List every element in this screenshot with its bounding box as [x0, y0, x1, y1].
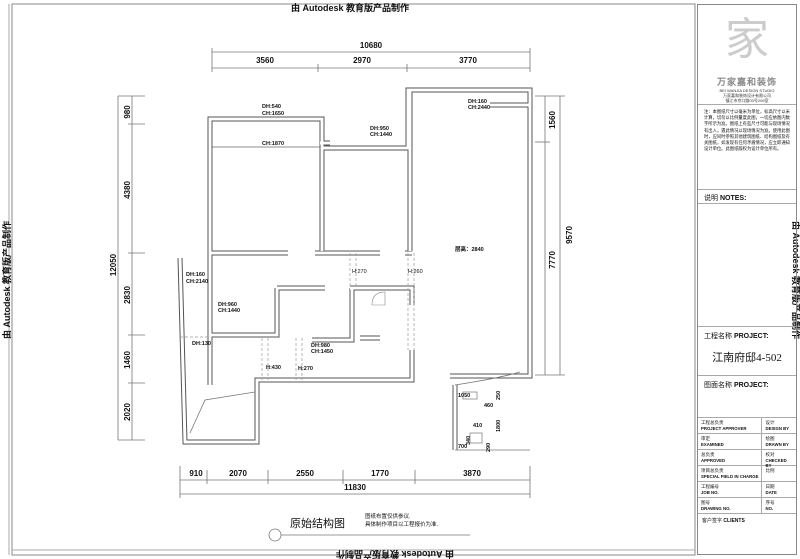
- svg-text:290: 290: [486, 443, 492, 452]
- note-line: 具体制作项目以工程报价为准.: [365, 522, 439, 528]
- svg-text:CH:1870: CH:1870: [262, 141, 284, 147]
- svg-text:3560: 3560: [256, 56, 274, 65]
- svg-text:3770: 3770: [459, 56, 477, 65]
- svg-text:DH:160: DH:160: [468, 99, 487, 105]
- notes-label-en: NOTES:: [719, 195, 747, 202]
- svg-text:DH:130: DH:130: [192, 341, 211, 347]
- notes-label-cn: 说明: [704, 195, 718, 202]
- notes-header: 说明 NOTES:: [698, 190, 796, 204]
- walls: [177, 87, 533, 451]
- drawing-name-section: 图面名称 PROJECT:: [698, 376, 796, 418]
- title-block: 家 万家嘉和装饰 BEI WANJIA DESIGN STUDIO 万家嘉和装饰…: [697, 4, 797, 555]
- svg-text:CH:1440: CH:1440: [218, 308, 240, 314]
- svg-text:2830: 2830: [123, 286, 132, 304]
- bottom-dimensions: 910 2070 2550 1770 3870 11830: [179, 466, 531, 498]
- svg-text:DH:980: DH:980: [311, 343, 330, 349]
- svg-text:2020: 2020: [123, 403, 132, 421]
- svg-text:7770: 7770: [548, 251, 557, 269]
- svg-text:1050: 1050: [458, 393, 470, 399]
- project-label-cn: 工程名称: [704, 333, 732, 340]
- note-line: 图纸布置仅供参议.: [365, 514, 411, 520]
- svg-text:3870: 3870: [463, 469, 481, 478]
- project-section: 工程名称 PROJECT: 江南府邸4-502: [698, 327, 796, 376]
- general-note: 注：本图纸尺寸以毫米为单位，标高尺寸以米计算，切勿以比例量度此图，一切应依图内数…: [698, 105, 796, 190]
- svg-text:H:270: H:270: [298, 366, 313, 372]
- svg-text:410: 410: [473, 423, 482, 429]
- svg-text:2970: 2970: [353, 56, 371, 65]
- svg-text:DH:950: DH:950: [370, 126, 389, 132]
- svg-text:DH:960: DH:960: [218, 302, 237, 308]
- svg-text:层高：2840: 层高：2840: [455, 245, 484, 253]
- logo-subtitle: BEI WANJIA DESIGN STUDIO: [719, 88, 775, 93]
- svg-text:4380: 4380: [123, 181, 132, 199]
- svg-text:2070: 2070: [229, 469, 247, 478]
- drawing-note: 图纸布置仅供参议. 具体制作项目以工程报价为准.: [365, 513, 438, 529]
- company-logo: 家 万家嘉和装饰 BEI WANJIA DESIGN STUDIO 万家嘉和装饰…: [698, 5, 796, 105]
- svg-text:700: 700: [458, 444, 467, 450]
- svg-text:250: 250: [496, 391, 502, 400]
- project-name: 江南府邸4-502: [712, 352, 782, 364]
- client-label-en: CLIENTS: [723, 518, 745, 524]
- plan-annotations: DH:540 CH:1650 CH:1870 DH:950 CH:1440 DH…: [186, 99, 502, 452]
- svg-text:460: 460: [484, 403, 493, 409]
- svg-text:H:270: H:270: [352, 269, 367, 275]
- notes-area: [698, 204, 796, 327]
- watermark-left: 由 Autodesk 教育版产品制作: [1, 221, 12, 339]
- svg-text:CH:2140: CH:2140: [186, 279, 208, 285]
- svg-text:DH:540: DH:540: [262, 104, 281, 110]
- watermark-top: 由 Autodesk 教育版产品制作: [291, 2, 409, 13]
- field-cell: 比例: [762, 466, 796, 482]
- svg-text:1560: 1560: [548, 111, 557, 129]
- svg-text:11830: 11830: [344, 483, 366, 492]
- left-dimensions: 980 4380 12050 2830 1460 2020: [109, 95, 145, 441]
- svg-text:H:430: H:430: [266, 365, 281, 371]
- top-dimensions: 10680 3560 2970 3770: [211, 41, 531, 72]
- drawing-title: 原始结构图: [290, 518, 345, 530]
- svg-text:CH:1450: CH:1450: [311, 349, 333, 355]
- title-marker-icon: [268, 528, 282, 542]
- client-signature: 客户签字 CLIENTS: [698, 514, 796, 527]
- svg-text:1770: 1770: [371, 469, 389, 478]
- logo-text: 万家嘉和装饰: [716, 77, 777, 87]
- right-dimensions: 1560 7770 9570: [535, 95, 574, 376]
- company-address: 镇江市京口路00号206室: [725, 98, 769, 103]
- svg-text:DH:160: DH:160: [186, 272, 205, 278]
- svg-text:980: 980: [123, 105, 132, 119]
- svg-text:12050: 12050: [109, 253, 118, 276]
- svg-text:1460: 1460: [123, 351, 132, 369]
- svg-text:9570: 9570: [565, 226, 574, 244]
- logo-mark-icon: 家: [725, 15, 769, 64]
- project-label-en: PROJECT:: [733, 333, 769, 340]
- svg-text:H:260: H:260: [408, 269, 423, 275]
- svg-text:CH:1650: CH:1650: [262, 111, 284, 117]
- svg-text:10680: 10680: [360, 41, 383, 50]
- svg-text:340: 340: [466, 436, 472, 445]
- company-name: 万家嘉和装饰设计有限公司: [723, 93, 771, 98]
- watermark-bottom: 由 Autodesk 教育版产品制作: [336, 549, 454, 559]
- drawing-frame: [11, 3, 696, 556]
- svg-text:CH:1440: CH:1440: [370, 132, 392, 138]
- svg-text:CH:2440: CH:2440: [468, 105, 490, 111]
- watermark-right: 由 Autodesk 教育版产品制作: [791, 221, 800, 339]
- svg-text:1800: 1800: [496, 420, 502, 432]
- svg-text:2550: 2550: [296, 469, 314, 478]
- client-label-cn: 客户签字: [702, 518, 723, 524]
- svg-text:910: 910: [189, 469, 203, 478]
- drawing-label-en: PROJECT:: [733, 382, 769, 389]
- drawing-label-cn: 图面名称: [704, 382, 732, 389]
